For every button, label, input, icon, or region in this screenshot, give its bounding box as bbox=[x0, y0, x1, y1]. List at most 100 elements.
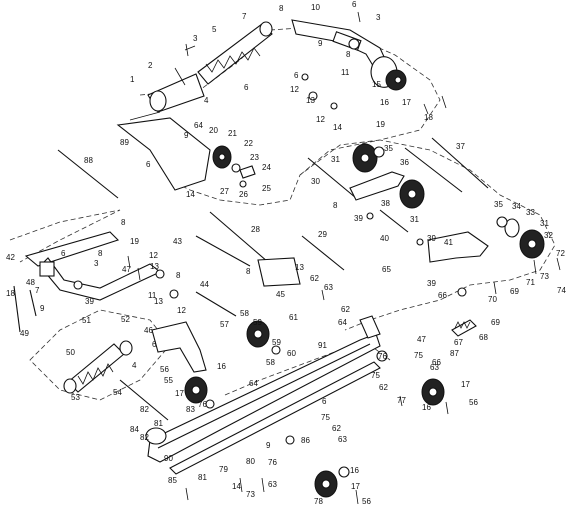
callout-15: 15 bbox=[372, 80, 381, 89]
slide-rail-91 bbox=[147, 333, 381, 463]
callout-4: 4 bbox=[204, 96, 209, 105]
bolt-i bbox=[355, 489, 359, 505]
callout-62b: 62 bbox=[341, 305, 350, 314]
callout-7b: 7 bbox=[35, 286, 40, 295]
callout-34: 34 bbox=[512, 202, 521, 211]
callout-8f: 8 bbox=[333, 201, 338, 210]
callout-33: 33 bbox=[526, 208, 535, 217]
callout-9: 9 bbox=[318, 39, 323, 48]
shaft-29 bbox=[301, 235, 345, 271]
callout-53: 53 bbox=[71, 393, 80, 402]
callout-38: 38 bbox=[381, 199, 390, 208]
callout-8g: 8 bbox=[346, 50, 351, 59]
callout-8: 8 bbox=[279, 4, 284, 13]
shock-lower-eye bbox=[63, 378, 77, 394]
cap-34b bbox=[338, 466, 350, 478]
idler-hub-21 bbox=[218, 153, 226, 161]
idler-hub-31a bbox=[360, 153, 370, 163]
callout-8d: 8 bbox=[176, 271, 181, 280]
callout-8e: 8 bbox=[246, 267, 251, 276]
callout-82b: 82 bbox=[140, 433, 149, 442]
callout-57: 57 bbox=[220, 320, 229, 329]
callout-31c: 31 bbox=[540, 219, 549, 228]
small-bolts bbox=[127, 11, 561, 505]
callout-75: 75 bbox=[414, 351, 423, 360]
shaft-88 bbox=[57, 149, 119, 199]
callout-48: 48 bbox=[26, 278, 35, 287]
callout-59b: 59 bbox=[272, 338, 281, 347]
mid-idler-group bbox=[349, 143, 425, 246]
callout-6d: 6 bbox=[294, 71, 299, 80]
spring-coil-68 bbox=[454, 321, 471, 329]
shaft-40 bbox=[379, 209, 409, 233]
upper-shock-assembly bbox=[147, 21, 273, 113]
shaft-54 bbox=[119, 379, 169, 421]
front-arm-42 bbox=[24, 231, 120, 267]
callout-39d: 39 bbox=[85, 297, 94, 306]
callout-58: 58 bbox=[240, 309, 249, 318]
callout-46: 46 bbox=[144, 326, 153, 335]
link-arm-38 bbox=[349, 171, 405, 201]
callout-14c: 14 bbox=[232, 482, 241, 491]
cap-35a bbox=[373, 146, 385, 158]
bolt-o bbox=[493, 281, 497, 295]
spacer-34 bbox=[504, 218, 520, 238]
callout-64b: 64 bbox=[338, 318, 347, 327]
callout-16c: 16 bbox=[422, 403, 431, 412]
callout-21: 21 bbox=[228, 129, 237, 138]
callout-27: 27 bbox=[220, 187, 229, 196]
callout-6b: 6 bbox=[61, 249, 66, 258]
bolt-c bbox=[423, 103, 429, 115]
callout-7: 7 bbox=[242, 12, 247, 21]
callout-81: 81 bbox=[154, 419, 163, 428]
callout-14: 14 bbox=[333, 123, 342, 132]
spring-rod-2 bbox=[174, 67, 186, 86]
callout-35a: 35 bbox=[384, 144, 393, 153]
callout-73b: 73 bbox=[246, 490, 255, 499]
callout-13c: 13 bbox=[150, 262, 159, 271]
callout-12b: 12 bbox=[149, 251, 158, 260]
callout-9c: 9 bbox=[184, 131, 189, 140]
callout-32: 32 bbox=[544, 231, 553, 240]
lower-shock-assembly bbox=[63, 340, 133, 394]
callout-labels: 1 2 3 4 5 6 7 8 9 10 11 12 13 14 15 16 1… bbox=[6, 0, 566, 506]
callout-17c: 17 bbox=[461, 380, 470, 389]
bolt-n bbox=[127, 255, 131, 269]
callout-9d: 9 bbox=[266, 441, 271, 450]
callout-18: 18 bbox=[424, 113, 433, 122]
callout-19: 19 bbox=[376, 120, 385, 129]
nut-26 bbox=[239, 180, 247, 188]
callout-13: 13 bbox=[306, 96, 315, 105]
slide-rail-lower-strip bbox=[169, 361, 381, 475]
bracket-89 bbox=[116, 117, 211, 191]
callout-26: 26 bbox=[239, 190, 248, 199]
callout-23: 23 bbox=[250, 153, 259, 162]
callout-11b: 11 bbox=[148, 291, 157, 300]
callout-40: 40 bbox=[380, 234, 389, 243]
callout-77: 77 bbox=[397, 396, 406, 405]
callout-78: 78 bbox=[314, 497, 323, 506]
callout-72: 72 bbox=[556, 249, 565, 258]
callout-6: 6 bbox=[244, 83, 249, 92]
idler-hub-16 bbox=[394, 76, 402, 84]
shock-upper-eye-lower bbox=[119, 340, 133, 356]
callout-8c: 8 bbox=[98, 249, 103, 258]
nut-60 bbox=[271, 345, 281, 355]
callout-13d: 13 bbox=[154, 297, 163, 306]
callout-25: 25 bbox=[262, 184, 271, 193]
callout-16d: 16 bbox=[350, 466, 359, 475]
shafts bbox=[57, 137, 489, 421]
callout-91: 91 bbox=[318, 341, 327, 350]
callout-90: 90 bbox=[164, 454, 173, 463]
group-outlines bbox=[9, 27, 556, 401]
idler-hub-59 bbox=[253, 329, 263, 339]
nut-39a bbox=[366, 212, 374, 220]
callout-54: 54 bbox=[113, 388, 122, 397]
callout-62d: 62 bbox=[332, 424, 341, 433]
callout-61: 61 bbox=[289, 313, 298, 322]
rear-idler-group bbox=[427, 216, 545, 337]
idler-hub-31b bbox=[407, 189, 417, 199]
shock-mount-eye bbox=[149, 90, 167, 112]
callout-47b: 47 bbox=[417, 335, 426, 344]
